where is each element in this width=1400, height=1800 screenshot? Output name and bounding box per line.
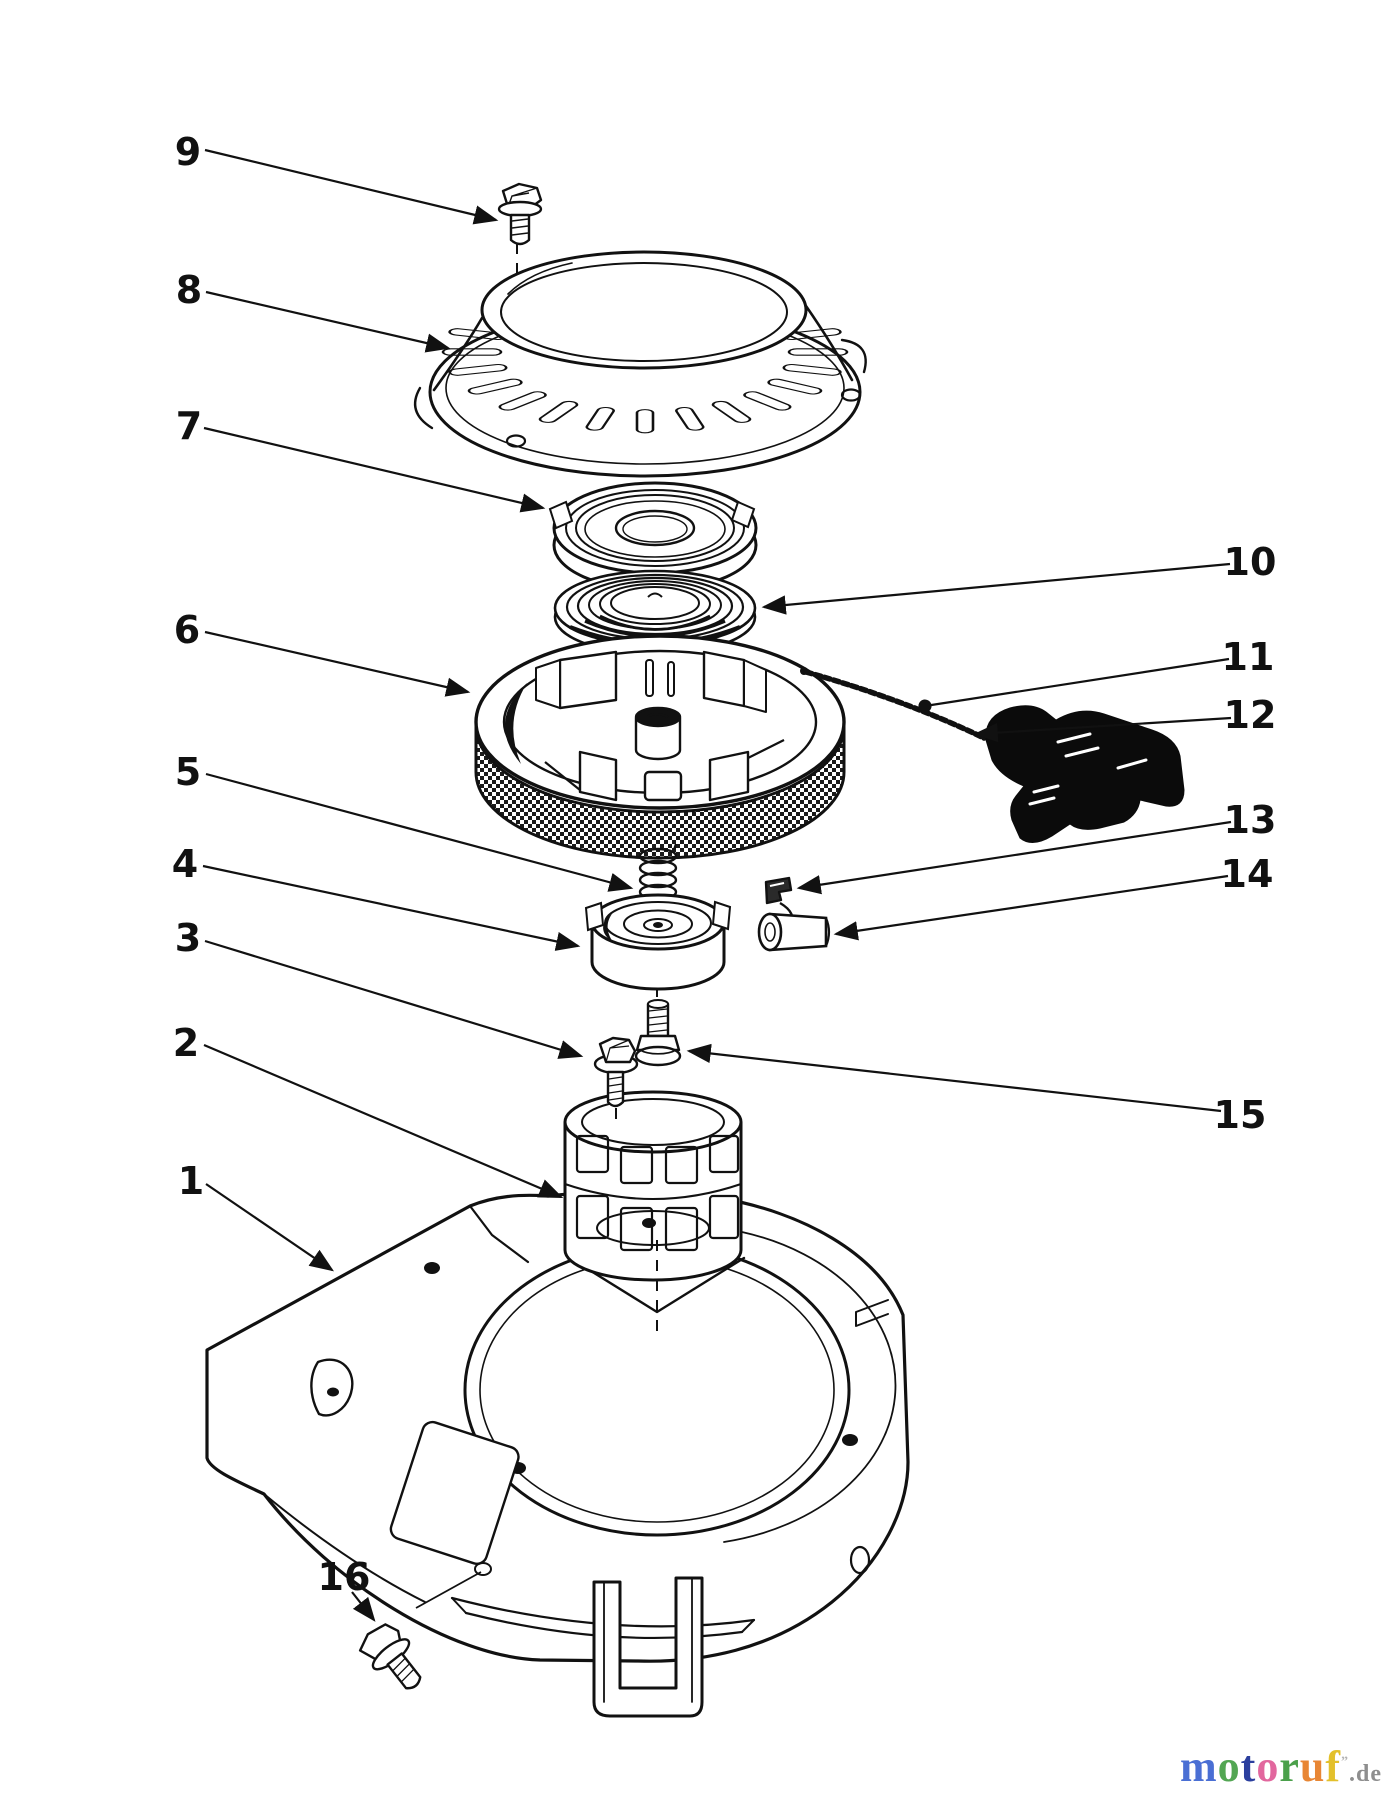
callout-number-15: 15 bbox=[1214, 1093, 1267, 1137]
cage-windows bbox=[575, 1134, 740, 1252]
callout-number-8: 8 bbox=[176, 268, 202, 312]
callout-leader-2 bbox=[203, 1043, 564, 1199]
callout-leader-3 bbox=[204, 939, 584, 1059]
callout-leader-6 bbox=[204, 630, 471, 697]
callout-leader-15 bbox=[686, 1043, 1222, 1113]
watermark-letter: u bbox=[1299, 1742, 1326, 1791]
hex-bolt-part bbox=[593, 1036, 639, 1108]
housing-bolt-part bbox=[358, 1571, 482, 1690]
callout-number-2: 2 bbox=[173, 1021, 199, 1065]
callout-number-4: 4 bbox=[172, 842, 198, 886]
watermark-letter: f bbox=[1325, 1742, 1341, 1791]
callout-leader-7 bbox=[203, 426, 546, 513]
cover-screw-part bbox=[497, 182, 543, 246]
callout-leader-10 bbox=[761, 562, 1231, 615]
callout-number-1: 1 bbox=[178, 1159, 204, 1203]
callout-leader-8 bbox=[205, 290, 451, 353]
pin-part bbox=[757, 912, 831, 952]
callout-leader-1 bbox=[205, 1183, 334, 1272]
starter-cup-part bbox=[584, 893, 732, 991]
callout-number-11: 11 bbox=[1222, 635, 1275, 679]
callout-number-12: 12 bbox=[1224, 693, 1277, 737]
recoil-spring-part bbox=[553, 569, 757, 656]
callout-leader-16 bbox=[351, 1591, 376, 1622]
watermark: motoruf”.de bbox=[1180, 1741, 1382, 1792]
starter-cage-part bbox=[563, 1090, 743, 1282]
starter-rope-part bbox=[800, 667, 987, 741]
housing-u-bracket bbox=[592, 1576, 704, 1718]
watermark-suffix: .de bbox=[1349, 1761, 1382, 1787]
watermark-letter: r bbox=[1279, 1742, 1300, 1791]
callout-leader-12 bbox=[973, 716, 1232, 743]
callout-number-16: 16 bbox=[318, 1555, 371, 1599]
starter-handle-part bbox=[985, 705, 1185, 843]
callout-layer: 9 8 7 6 5 4 3 2 1 16 10 11 12 13 14 15 bbox=[172, 130, 1277, 1622]
watermark-letter: m bbox=[1180, 1742, 1218, 1791]
watermark-letter: t bbox=[1240, 1742, 1257, 1791]
watermark-tm-mark: ” bbox=[1341, 1754, 1349, 1770]
callout-leader-5 bbox=[205, 772, 634, 892]
callout-number-9: 9 bbox=[175, 130, 201, 174]
callout-leader-11 bbox=[918, 657, 1230, 713]
callout-number-7: 7 bbox=[176, 404, 202, 448]
callout-number-6: 6 bbox=[174, 608, 200, 652]
callout-number-3: 3 bbox=[175, 916, 201, 960]
callout-leader-4 bbox=[202, 864, 581, 951]
callout-leader-13 bbox=[796, 820, 1232, 895]
callout-number-10: 10 bbox=[1224, 540, 1277, 584]
watermark-letters: motoruf bbox=[1180, 1742, 1341, 1791]
callout-leader-9 bbox=[204, 148, 499, 225]
watermark-letter: o bbox=[1217, 1742, 1241, 1791]
callout-number-14: 14 bbox=[1221, 852, 1274, 896]
recoil-cover-part bbox=[413, 250, 867, 478]
retainer-clip-part bbox=[764, 876, 794, 926]
flywheel-part bbox=[474, 634, 846, 860]
callout-number-13: 13 bbox=[1224, 798, 1277, 842]
rope-pulley-part bbox=[548, 481, 758, 592]
callout-number-5: 5 bbox=[175, 750, 201, 794]
callout-leader-14 bbox=[833, 874, 1229, 941]
flange-nut-part bbox=[634, 999, 682, 1067]
watermark-letter: o bbox=[1256, 1742, 1280, 1791]
blower-housing-part bbox=[205, 1190, 910, 1718]
